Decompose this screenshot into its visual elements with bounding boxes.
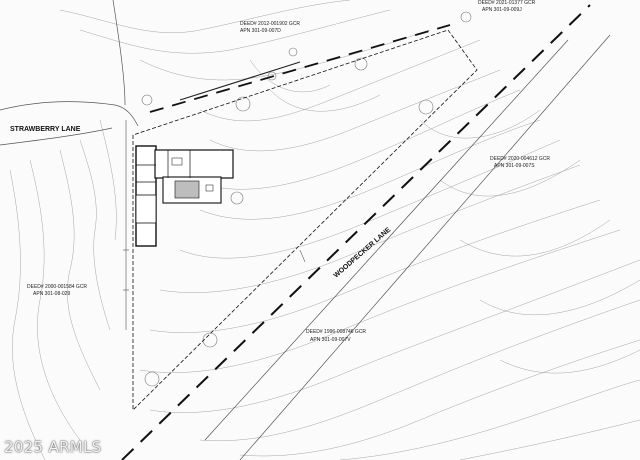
parcel-bottom-deed: DEED# 1996-008746 GCR <box>306 329 366 335</box>
mls-watermark: 2025 ARMLS <box>4 438 102 456</box>
utility-room <box>135 194 157 224</box>
parcel-right-deed: DEED# 2020-004612 GCR <box>490 156 550 162</box>
parcel-left-deed: DEED# 2000-001584 GCR <box>27 284 87 290</box>
parcel-bottom-apn: APN 301-09-007V <box>310 337 351 343</box>
parcel-left-apn: APN 301-08-029 <box>33 291 70 297</box>
tree-marker <box>288 47 298 57</box>
woodpecker-lane-label: WOODPECKER LANE <box>333 226 393 279</box>
tree-markers <box>141 11 472 387</box>
woodpecker-lane-edges <box>204 34 611 460</box>
tree-marker <box>267 71 277 81</box>
strawberry-lane-label: STRAWBERRY LANE <box>10 126 81 133</box>
tree-marker <box>354 57 368 71</box>
topography-contours <box>9 0 640 460</box>
parcel-top-deed: DEED# 2012-001902 GCR <box>240 21 300 27</box>
property-boundary <box>132 29 478 411</box>
tree-marker <box>235 96 251 112</box>
setback-line <box>149 24 451 113</box>
tree-marker <box>141 94 153 106</box>
tree-marker <box>144 371 160 387</box>
parcel-top-right-apn: APN 301-09-009J <box>482 7 522 13</box>
strawberry-lane-edges <box>0 0 139 146</box>
garage-room <box>154 149 234 179</box>
tree-marker <box>418 99 434 115</box>
house-footprint <box>135 145 234 247</box>
pool <box>174 180 200 199</box>
dimension-ticks <box>123 120 306 330</box>
boundary-wall <box>179 61 301 101</box>
tree-marker <box>460 11 472 23</box>
parcel-right-apn: APN 301-09-007S <box>494 163 535 169</box>
parcel-top-right-deed: DEED# 2021-01377 GCR <box>478 0 536 6</box>
woodpecker-lane-centerline <box>121 4 591 460</box>
parcel-top-apn: APN 301-09-007D <box>240 28 281 34</box>
tree-marker <box>230 191 244 205</box>
tree-marker <box>202 332 218 348</box>
